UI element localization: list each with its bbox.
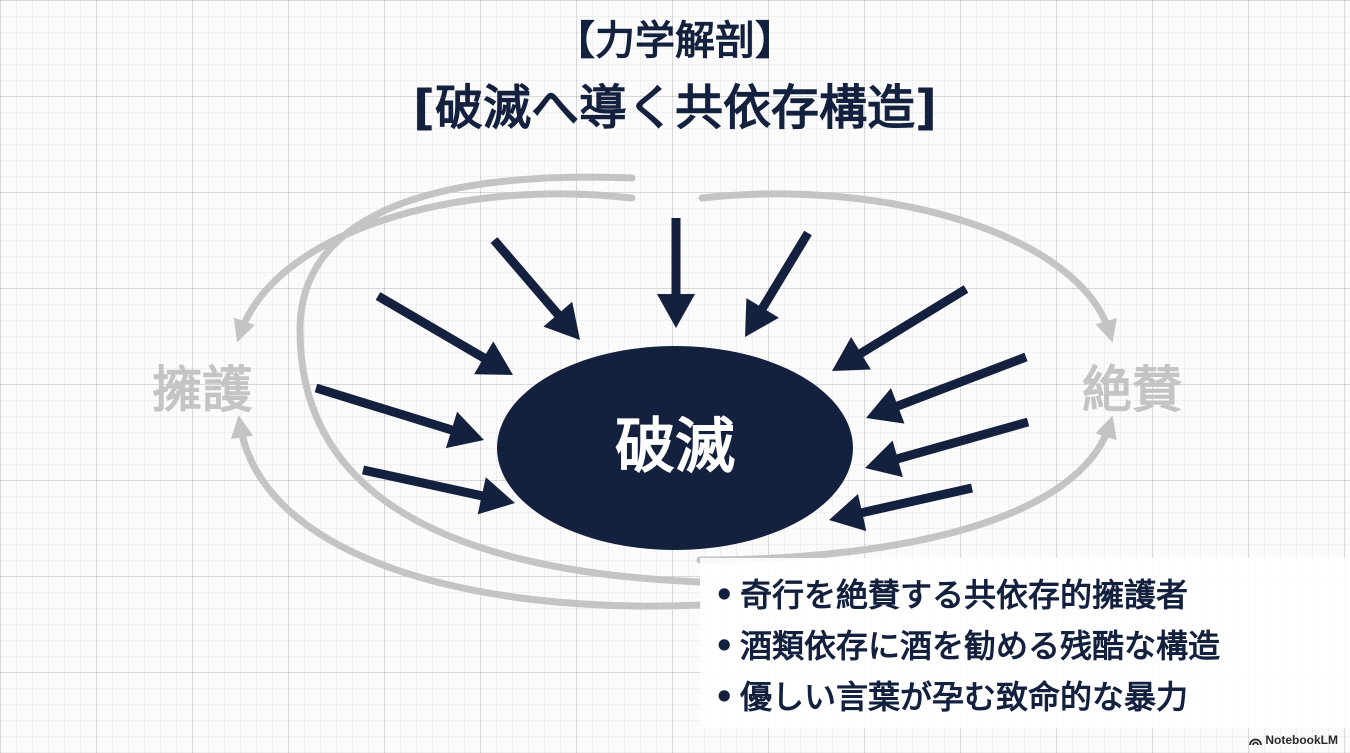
protection-label: 擁護 bbox=[152, 361, 252, 419]
cycle-arrow-right-upper bbox=[698, 190, 1117, 343]
bullet-item: 優しい言葉が孕む致命的な暴力 bbox=[714, 672, 1350, 723]
cycle-inner-ring bbox=[296, 173, 704, 586]
title-line-1: 【力学解剖】 bbox=[555, 18, 795, 64]
bullet-item: 酒類依存に酒を勧める残酷な構造 bbox=[714, 621, 1350, 672]
brand-name: NotebookLM bbox=[1265, 733, 1338, 747]
inward-arrows bbox=[314, 218, 1030, 532]
cycle-arrow-left-lower bbox=[230, 415, 704, 610]
title-line-2: [破滅へ導く共依存構造] bbox=[413, 80, 937, 136]
cycle-arrows bbox=[230, 173, 1117, 610]
cycle-arrow-left-upper bbox=[233, 190, 636, 343]
destruction-label: 破滅 bbox=[615, 412, 735, 482]
summary-box: 奇行を絶賛する共依存的擁護者 酒類依存に酒を勧める残酷な構造 優しい言葉が孕む致… bbox=[700, 558, 1350, 728]
inward-arrow bbox=[657, 218, 695, 328]
inward-arrow bbox=[865, 417, 1030, 478]
inward-arrow bbox=[490, 237, 580, 340]
inward-arrow bbox=[866, 352, 1028, 424]
cycle-arrow-right-lower bbox=[696, 415, 1117, 564]
inward-arrow bbox=[829, 483, 973, 532]
inward-arrow bbox=[375, 292, 513, 375]
inward-arrow bbox=[745, 230, 812, 337]
inward-arrow bbox=[832, 285, 969, 371]
summary-list: 奇行を絶賛する共依存的擁護者 酒類依存に酒を勧める残酷な構造 優しい言葉が孕む致… bbox=[700, 558, 1350, 723]
brand-watermark: NotebookLM bbox=[1249, 733, 1338, 747]
notebooklm-logo-icon bbox=[1249, 738, 1263, 746]
inward-arrow bbox=[314, 383, 484, 449]
bullet-item: 奇行を絶賛する共依存的擁護者 bbox=[714, 570, 1350, 621]
inward-arrow bbox=[362, 465, 515, 515]
destruction-core bbox=[497, 346, 853, 550]
praise-label: 絶賛 bbox=[1082, 361, 1182, 419]
